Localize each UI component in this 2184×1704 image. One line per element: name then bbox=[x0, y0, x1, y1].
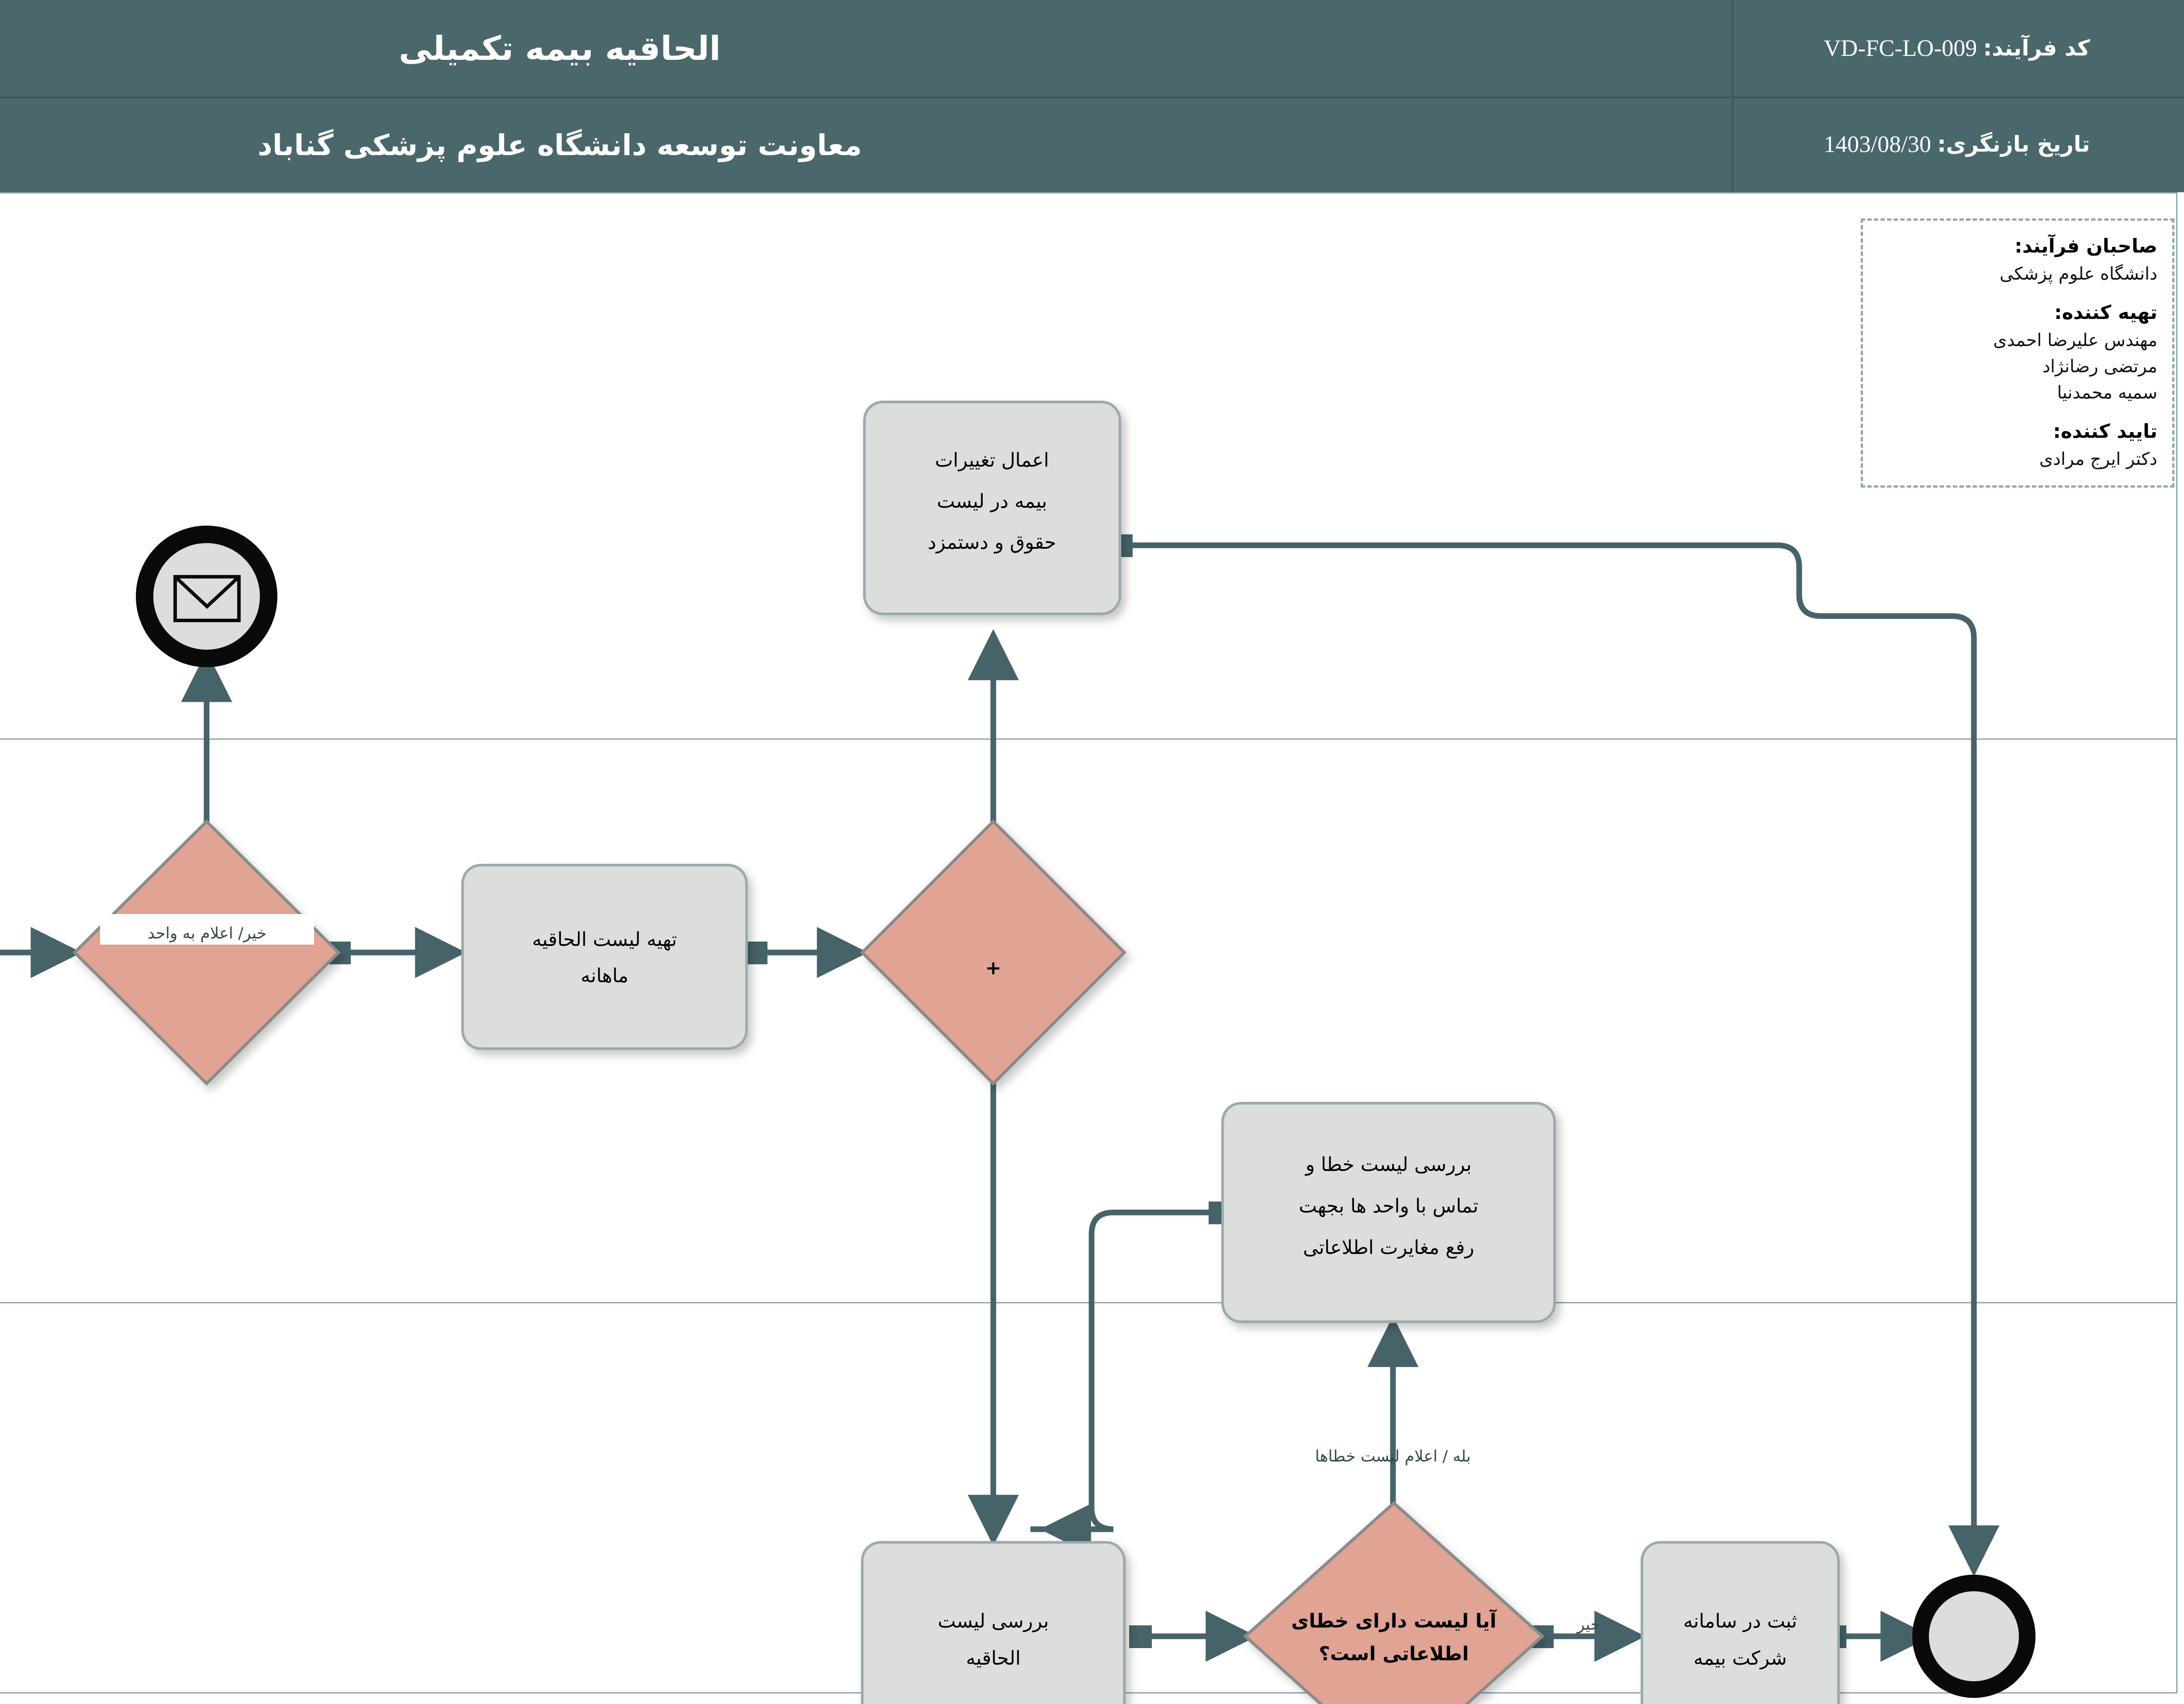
node-gateway-has-data-error[interactable]: آیا لیست دارای خطای اطلاعاتی است؟ bbox=[1243, 1501, 1545, 1704]
header-divider bbox=[0, 96, 2184, 98]
task-label-line-2: شرکت بیمه bbox=[1693, 1647, 1787, 1669]
author-1: مهندس علیرضا احمدی bbox=[1993, 330, 2157, 350]
edge-label-layer: خیر/ اعلام به واحد بله / اعلام لیست خطاه… bbox=[100, 914, 1600, 1634]
process-code-value: VD-FC-LO-009 bbox=[1824, 35, 1977, 61]
edge-label-backdrop bbox=[100, 914, 314, 945]
task-label-line-2: ماهانه bbox=[581, 965, 628, 987]
edge-label-yes-announce-error-list: بله / اعلام لیست خطاها bbox=[1315, 1448, 1471, 1465]
task-label-line-2: الحاقیه bbox=[966, 1647, 1020, 1669]
author-3: سمیه محمدنیا bbox=[2057, 383, 2157, 403]
node-task-prepare-monthly-list[interactable]: تهیه لیست الحاقیه ماهانه bbox=[461, 864, 748, 1050]
edge-endpoint-square bbox=[1129, 1625, 1152, 1648]
revision-date-label: تاریخ بازنگری: bbox=[1937, 132, 2090, 157]
process-code-label: کد فرآیند: bbox=[1983, 35, 2090, 61]
node-gateway-parallel-split[interactable]: + bbox=[860, 819, 1127, 1086]
owners-label: صاحبان فرآیند: bbox=[2015, 235, 2157, 257]
node-gateway-documents-ok[interactable] bbox=[73, 819, 341, 1086]
task-label-line-1: بررسی لیست bbox=[938, 1610, 1049, 1632]
authors-label: تهیه کننده: bbox=[2054, 301, 2157, 324]
connector-layer bbox=[0, 534, 2000, 1662]
node-end-event[interactable] bbox=[1912, 1575, 2035, 1698]
bpmn-flow-canvas: اعلام تغییرات لیست بیمه شدگان مرکز اعمال… bbox=[0, 401, 2035, 1704]
task-label-line-2: بیمه در لیست bbox=[937, 490, 1047, 513]
page-header: علوم پزشکی گناباد GONABAD UNIVERSITY OF … bbox=[0, 0, 2184, 192]
edge-label-no-announce-to-unit: خیر/ اعلام به واحد bbox=[148, 925, 267, 942]
node-task-register-in-system[interactable]: ثبت در سامانه شرکت بیمه bbox=[1641, 1541, 1840, 1704]
task-label-line-1: اعمال تغییرات bbox=[935, 449, 1049, 471]
revision-date-row: تاریخ بازنگری: 1403/08/30 bbox=[1738, 96, 2175, 192]
edge-label-no-bottom: خیر bbox=[1576, 1616, 1600, 1634]
task-label-line-1: ثبت در سامانه bbox=[1683, 1610, 1797, 1632]
envelope-icon bbox=[173, 575, 241, 622]
author-2: مرتضی رضانژاد bbox=[2042, 357, 2157, 377]
edge-endpoint-square bbox=[745, 942, 767, 964]
task-label-line-3: حقوق و دستمزد bbox=[928, 531, 1057, 554]
approver-label: تایید کننده: bbox=[2053, 420, 2157, 443]
process-info-box: صاحبان فرآیند: دانشگاه علوم پزشکی تهیه ک… bbox=[1861, 218, 2174, 488]
node-end-message-event[interactable] bbox=[136, 526, 277, 667]
owners-value: دانشگاه علوم پزشکی bbox=[1999, 264, 2157, 284]
approver-value: دکتر ایرج مرادی bbox=[2039, 449, 2157, 469]
page-subtitle: معاونت توسعه دانشگاه علوم پزشکی گناباد bbox=[257, 128, 862, 162]
page-title: الحاقیه بیمه تکمیلی bbox=[399, 28, 721, 68]
revision-date-value: 1403/08/30 bbox=[1824, 131, 1932, 157]
task-label-line-1: تهیه لیست الحاقیه bbox=[532, 928, 677, 951]
edge-apply-changes-to-end bbox=[1120, 542, 1977, 1569]
header-meta: کد فرآیند: VD-FC-LO-009 تاریخ بازنگری: 1… bbox=[1738, 0, 2175, 192]
task-label-line-1: بررسی لیست خطا و bbox=[1305, 1153, 1472, 1176]
header-vertical-divider-right bbox=[1731, 0, 1734, 192]
task-label-line-2: تماس با واحد ها بجهت bbox=[1299, 1195, 1479, 1217]
parallel-plus-icon: + bbox=[985, 957, 1002, 979]
edge-review-error-loop-back bbox=[1030, 1209, 1218, 1532]
node-task-check-addendum-list[interactable]: بررسی لیست الحاقیه bbox=[861, 1541, 1126, 1704]
gateway-label-line-2: اطلاعاتی است؟ bbox=[1319, 1643, 1469, 1665]
node-task-apply-insurance-changes[interactable]: اعمال تغییرات بیمه در لیست حقوق و دستمزد bbox=[863, 401, 1121, 615]
process-code-row: کد فرآیند: VD-FC-LO-009 bbox=[1738, 0, 2175, 96]
gateway-label-line-1: آیا لیست دارای خطای bbox=[1291, 1609, 1497, 1632]
lane-body-welfare-office bbox=[0, 738, 2177, 1305]
node-task-review-error-list[interactable]: بررسی لیست خطا و تماس با واحد ها بجهت رف… bbox=[1221, 1102, 1556, 1323]
task-label-line-3: رفع مغایرت اطلاعاتی bbox=[1303, 1236, 1474, 1259]
